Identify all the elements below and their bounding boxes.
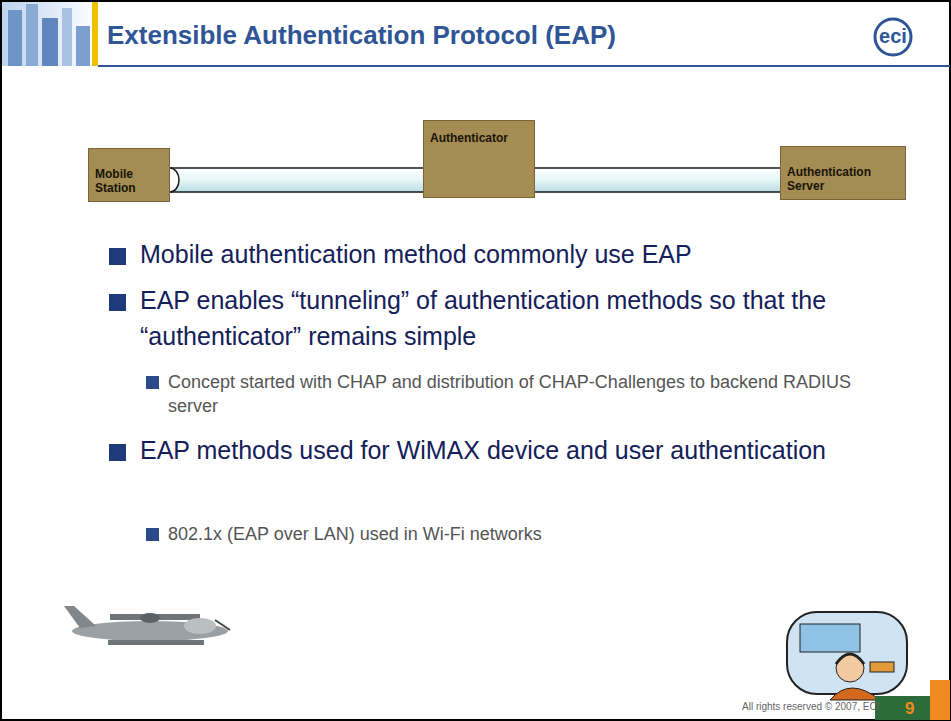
copyright-note: All rights reserved © 2007, ECI <box>742 701 876 712</box>
operator-clipart <box>787 612 907 700</box>
sub-bullet-text: Concept started with CHAP and distributi… <box>168 370 868 418</box>
bullet-text: EAP enables “tunneling” of authenticatio… <box>140 282 930 354</box>
airplane-image <box>64 606 230 645</box>
bullet-text: EAP methods used for WiMAX device and us… <box>140 432 930 468</box>
bullet-square <box>146 528 159 541</box>
entity-label: Authentication Server <box>787 165 899 193</box>
bullet-square <box>109 248 126 265</box>
slide-title: Extensible Authentication Protocol (EAP) <box>107 20 616 51</box>
entity-label: Authenticator <box>430 131 528 145</box>
bullet-square <box>109 444 126 461</box>
network-entity-box: Mobile Station <box>88 148 170 202</box>
title-rule <box>98 65 950 67</box>
company-logo: eci <box>878 23 908 49</box>
logo-ring <box>875 19 911 55</box>
bullet-square <box>109 294 126 311</box>
bullet-text: Mobile authentication method commonly us… <box>140 236 930 272</box>
sub-bullet-text: 802.1x (EAP over LAN) used in Wi-Fi netw… <box>168 522 868 546</box>
network-entity-box: Authenticator <box>423 120 535 198</box>
page-number: 9 <box>905 699 929 719</box>
bullet-square <box>146 376 159 389</box>
corner-accent <box>930 680 950 720</box>
building-image <box>2 2 98 66</box>
network-entity-box: Authentication Server <box>780 146 906 200</box>
entity-label: Mobile Station <box>95 167 163 195</box>
